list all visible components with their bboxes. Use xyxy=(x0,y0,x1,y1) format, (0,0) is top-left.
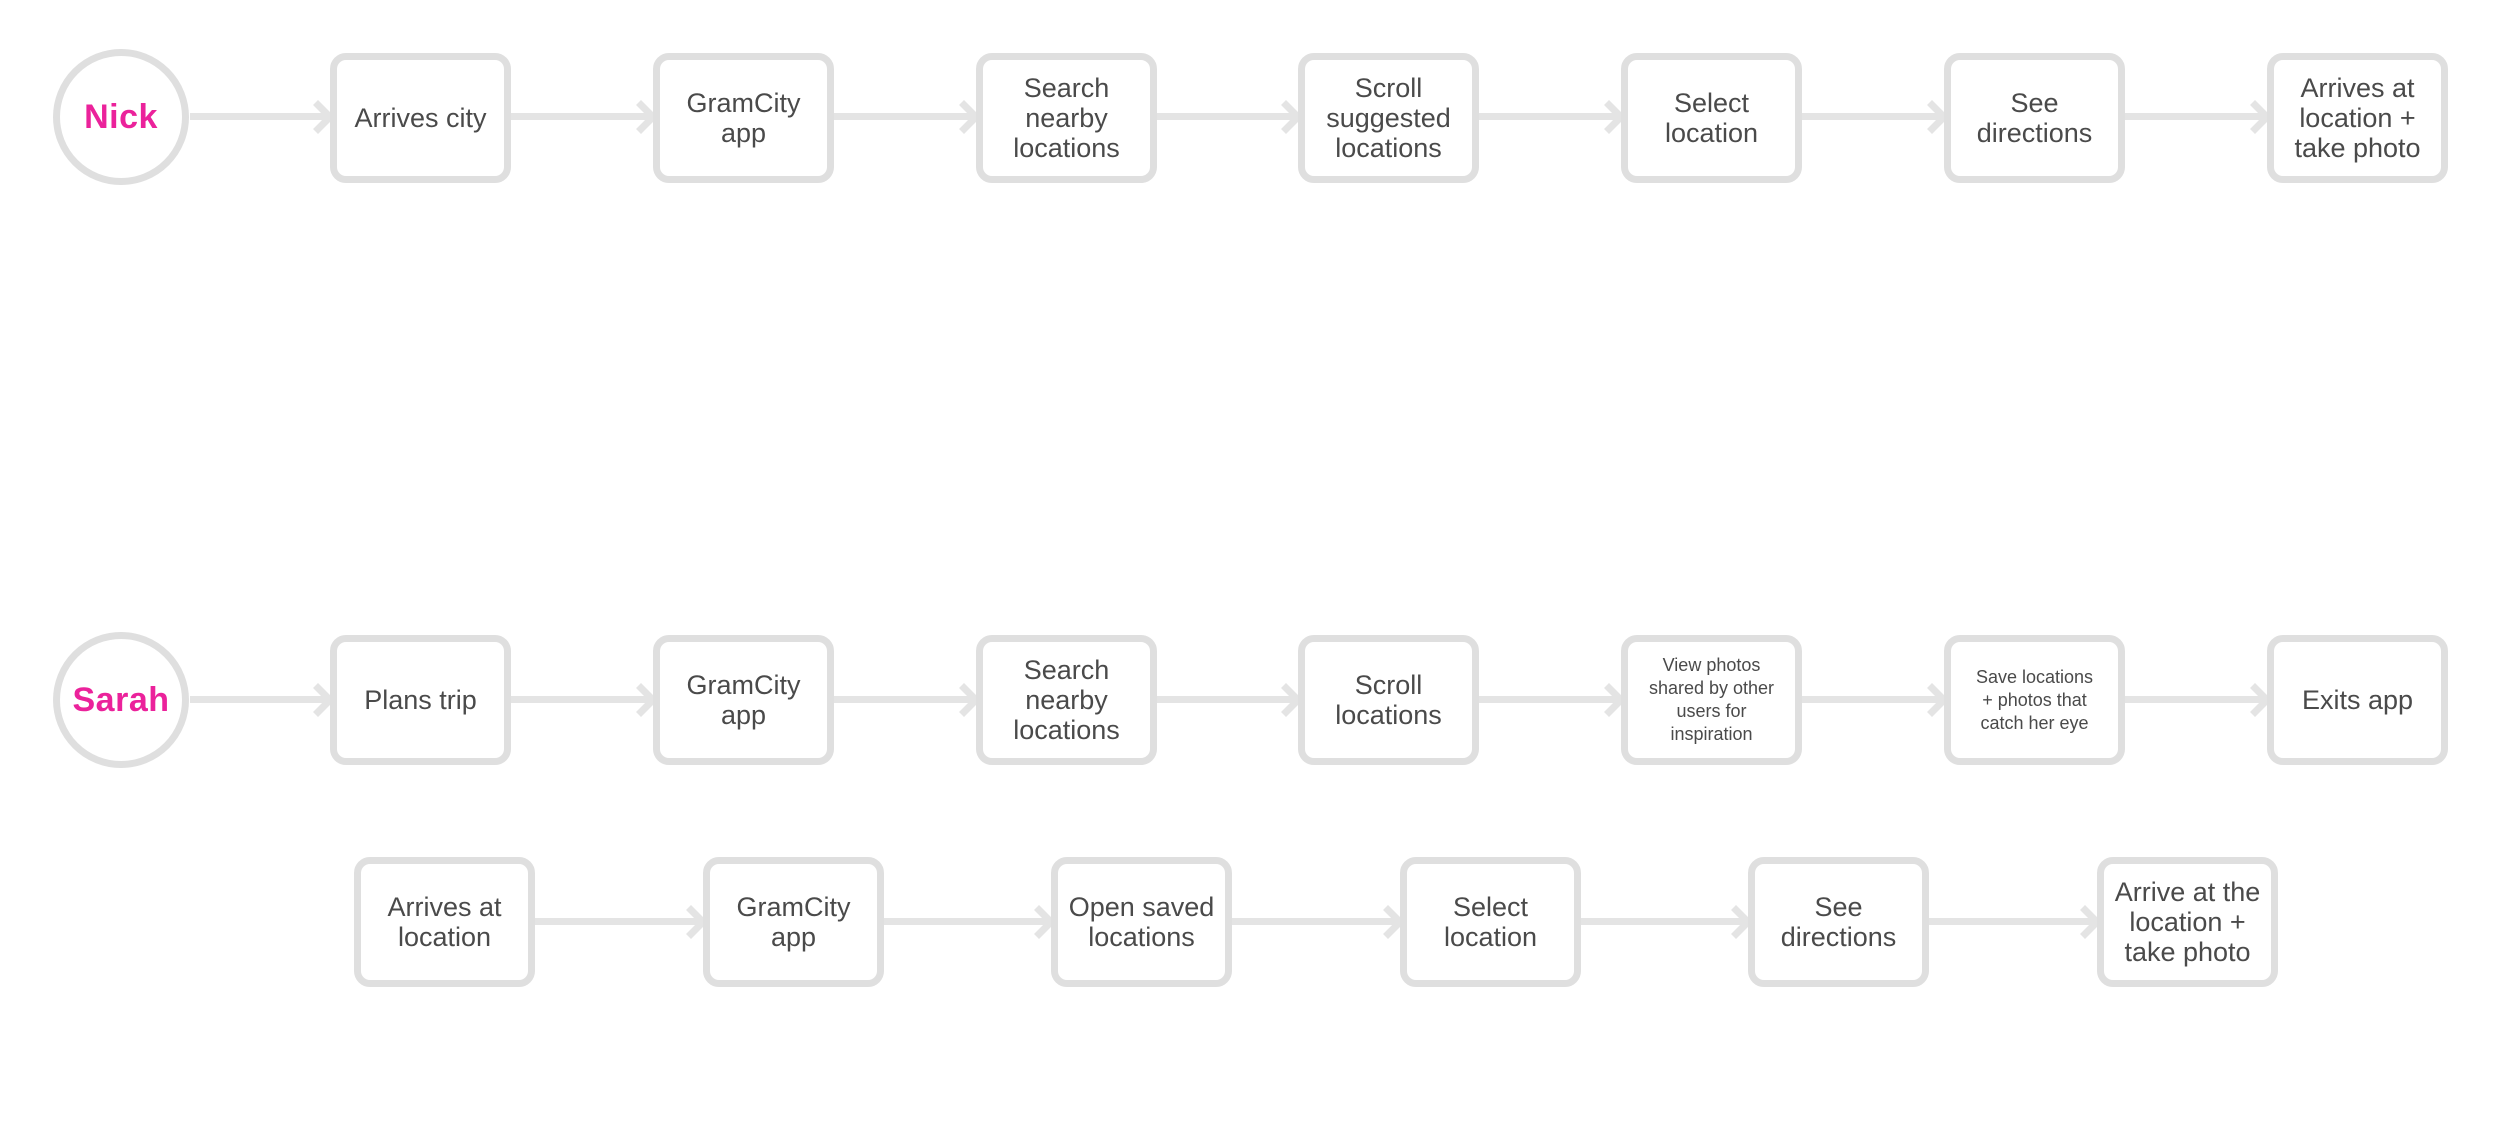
flow-step-label: View photos shared by other users for in… xyxy=(1648,655,1775,744)
flow-step-label: Search nearby locations xyxy=(1013,73,1120,163)
persona-circle-sarah: Sarah xyxy=(53,632,189,768)
arrow-right-icon xyxy=(511,696,653,703)
flow-step: See directions xyxy=(1944,53,2125,183)
flow-step: Select location xyxy=(1400,857,1581,987)
flow-step-label: Scroll suggested locations xyxy=(1326,73,1451,163)
arrow-right-icon xyxy=(1802,113,1944,120)
flow-step: Arrives city xyxy=(330,53,511,183)
flow-step: See directions xyxy=(1748,857,1929,987)
arrow-right-icon xyxy=(1479,113,1621,120)
arrow-right-icon xyxy=(1479,696,1621,703)
arrow-right-icon xyxy=(2125,696,2267,703)
arrow-right-icon xyxy=(1232,918,1400,925)
flow-step: GramCity app xyxy=(703,857,884,987)
flow-step-label: Arrives city xyxy=(354,103,487,133)
arrow-right-icon xyxy=(1157,696,1298,703)
arrow-right-icon xyxy=(884,918,1051,925)
arrow-right-icon xyxy=(1802,696,1944,703)
flow-step-label: Save locations + photos that catch her e… xyxy=(1975,666,2094,733)
arrow-right-icon xyxy=(190,696,330,703)
flow-step: Arrives at location + take photo xyxy=(2267,53,2448,183)
flow-step-label: Arrives at location + take photo xyxy=(2294,73,2421,163)
arrow-right-icon xyxy=(1157,113,1298,120)
flow-step: Exits app xyxy=(2267,635,2448,765)
flow-step-label: Exits app xyxy=(2301,685,2414,715)
flow-step-label: Scroll locations xyxy=(1335,670,1442,730)
persona-name: Nick xyxy=(84,97,158,136)
flow-step: Scroll locations xyxy=(1298,635,1479,765)
flow-step-label: See directions xyxy=(1780,892,1897,952)
flow-step: Arrives at location xyxy=(354,857,535,987)
flow-step: Select location xyxy=(1621,53,1802,183)
arrow-right-icon xyxy=(834,113,976,120)
flow-step: Open saved locations xyxy=(1051,857,1232,987)
flow-step: Scroll suggested locations xyxy=(1298,53,1479,183)
arrow-right-icon xyxy=(535,918,703,925)
flow-step: Arrive at the location + take photo xyxy=(2097,857,2278,987)
arrow-right-icon xyxy=(1581,918,1748,925)
flow-step-label: GramCity app xyxy=(686,670,801,730)
arrow-right-icon xyxy=(511,113,653,120)
flow-step-label: See directions xyxy=(1976,88,2093,148)
flow-step-label: GramCity app xyxy=(736,892,851,952)
persona-circle-nick: Nick xyxy=(53,49,189,185)
flow-step: Save locations + photos that catch her e… xyxy=(1944,635,2125,765)
flow-step-label: Select location xyxy=(1443,892,1538,952)
persona-name: Sarah xyxy=(72,680,170,719)
flow-step-label: Plans trip xyxy=(364,685,477,715)
flow-step: Plans trip xyxy=(330,635,511,765)
arrow-right-icon xyxy=(190,113,330,120)
flow-step-label: Arrives at location xyxy=(387,892,502,952)
flow-step-label: GramCity app xyxy=(686,88,801,148)
flow-step-label: Search nearby locations xyxy=(1013,655,1120,745)
flow-step-label: Select location xyxy=(1664,88,1759,148)
arrow-right-icon xyxy=(2125,113,2267,120)
flow-step: Search nearby locations xyxy=(976,53,1157,183)
flow-step-label: Open saved locations xyxy=(1068,892,1215,952)
arrow-right-icon xyxy=(1929,918,2097,925)
flow-step: Search nearby locations xyxy=(976,635,1157,765)
arrow-right-icon xyxy=(834,696,976,703)
flow-step-label: Arrive at the location + take photo xyxy=(2114,877,2261,967)
flow-step: GramCity app xyxy=(653,635,834,765)
flow-step: GramCity app xyxy=(653,53,834,183)
flow-step: View photos shared by other users for in… xyxy=(1621,635,1802,765)
